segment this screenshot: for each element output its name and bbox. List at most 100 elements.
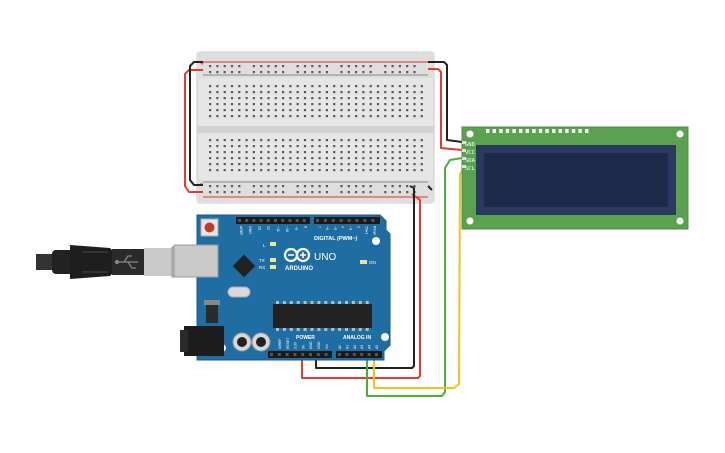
breadboard-hole[interactable] [252,109,255,112]
breadboard-hole[interactable] [303,139,307,142]
breadboard-hole[interactable] [325,115,328,118]
header-pin[interactable] [309,353,312,356]
breadboard-hole[interactable] [340,145,343,148]
breadboard-hole[interactable] [420,157,423,160]
breadboard-hole[interactable] [223,71,226,74]
breadboard-hole[interactable] [376,151,380,154]
breadboard-hole[interactable] [209,71,212,74]
breadboard-hole[interactable] [340,191,343,194]
breadboard-hole[interactable] [238,65,241,68]
breadboard-hole[interactable] [325,163,328,166]
breadboard-hole[interactable] [223,151,226,154]
breadboard-hole[interactable] [333,157,336,160]
breadboard-hole[interactable] [230,169,234,172]
breadboard-hole[interactable] [267,185,270,188]
breadboard-hole[interactable] [384,145,387,148]
breadboard-hole[interactable] [260,91,263,94]
breadboard-hole[interactable] [325,191,328,194]
breadboard-hole[interactable] [347,139,350,142]
wire-red-left-rail[interactable] [184,69,203,193]
breadboard-hole[interactable] [347,109,350,112]
breadboard-hole[interactable] [318,163,321,166]
breadboard-hole[interactable] [420,169,423,172]
breadboard-hole[interactable] [347,97,350,100]
breadboard-hole[interactable] [296,191,299,194]
breadboard-hole[interactable] [289,85,292,88]
breadboard-hole[interactable] [311,185,314,188]
breadboard-hole[interactable] [413,157,416,160]
breadboard-hole[interactable] [347,191,350,194]
breadboard-hole[interactable] [391,169,394,172]
breadboard-hole[interactable] [252,151,255,154]
breadboard-hole[interactable] [274,185,277,188]
header-pin[interactable] [295,219,299,222]
breadboard-hole[interactable] [289,103,292,106]
breadboard-hole[interactable] [209,163,212,166]
breadboard-hole[interactable] [209,103,212,106]
breadboard-hole[interactable] [303,71,307,74]
breadboard-hole[interactable] [376,91,380,94]
breadboard-hole[interactable] [413,97,416,100]
breadboard-hole[interactable] [267,115,270,118]
breadboard-hole[interactable] [406,85,409,88]
breadboard-hole[interactable] [376,163,380,166]
breadboard-hole[interactable] [347,115,350,118]
breadboard-hole[interactable] [289,91,292,94]
breadboard-hole[interactable] [325,97,328,100]
breadboard-hole[interactable] [340,65,343,68]
lcd-module[interactable]: GND VCC SDA SCL [461,126,689,230]
breadboard-hole[interactable] [398,103,401,106]
breadboard-hole[interactable] [238,191,241,194]
breadboard-hole[interactable] [311,65,314,68]
breadboard-hole[interactable] [406,169,409,172]
breadboard-hole[interactable] [325,85,328,88]
breadboard-hole[interactable] [296,103,299,106]
breadboard-hole[interactable] [209,85,212,88]
breadboard-hole[interactable] [355,65,358,68]
breadboard-hole[interactable] [362,191,365,194]
breadboard-hole[interactable] [238,151,241,154]
breadboard-hole[interactable] [355,71,358,74]
breadboard-hole[interactable] [230,115,234,118]
breadboard-hole[interactable] [325,65,328,68]
breadboard-hole[interactable] [282,169,285,172]
breadboard-hole[interactable] [413,169,416,172]
breadboard-hole[interactable] [369,109,372,112]
breadboard-hole[interactable] [238,185,241,188]
header-pin[interactable] [285,353,289,356]
breadboard-hole[interactable] [274,191,277,194]
breadboard-hole[interactable] [406,185,409,188]
breadboard-hole[interactable] [245,151,248,154]
breadboard-hole[interactable] [274,91,277,94]
breadboard-hole[interactable] [398,191,401,194]
breadboard-hole[interactable] [260,185,263,188]
breadboard-hole[interactable] [296,97,299,100]
breadboard-hole[interactable] [340,169,343,172]
breadboard-hole[interactable] [391,185,394,188]
breadboard-hole[interactable] [318,145,321,148]
breadboard-hole[interactable] [347,65,350,68]
breadboard-hole[interactable] [311,85,314,88]
breadboard-hole[interactable] [216,145,219,148]
breadboard-hole[interactable] [223,97,226,100]
breadboard-hole[interactable] [406,109,409,112]
breadboard-hole[interactable] [267,191,270,194]
breadboard-hole[interactable] [355,97,358,100]
breadboard-hole[interactable] [252,157,255,160]
breadboard-hole[interactable] [274,85,277,88]
breadboard-hole[interactable] [384,139,387,142]
breadboard-hole[interactable] [362,163,365,166]
breadboard-hole[interactable] [347,103,350,106]
header-pin[interactable] [331,219,335,222]
breadboard-hole[interactable] [369,97,372,100]
breadboard-hole[interactable] [311,145,314,148]
breadboard-hole[interactable] [333,97,336,100]
breadboard-hole[interactable] [267,71,270,74]
breadboard-hole[interactable] [355,157,358,160]
breadboard-hole[interactable] [303,97,307,100]
breadboard-hole[interactable] [209,157,212,160]
breadboard-hole[interactable] [282,139,285,142]
breadboard-hole[interactable] [245,109,248,112]
breadboard-hole[interactable] [230,65,234,68]
